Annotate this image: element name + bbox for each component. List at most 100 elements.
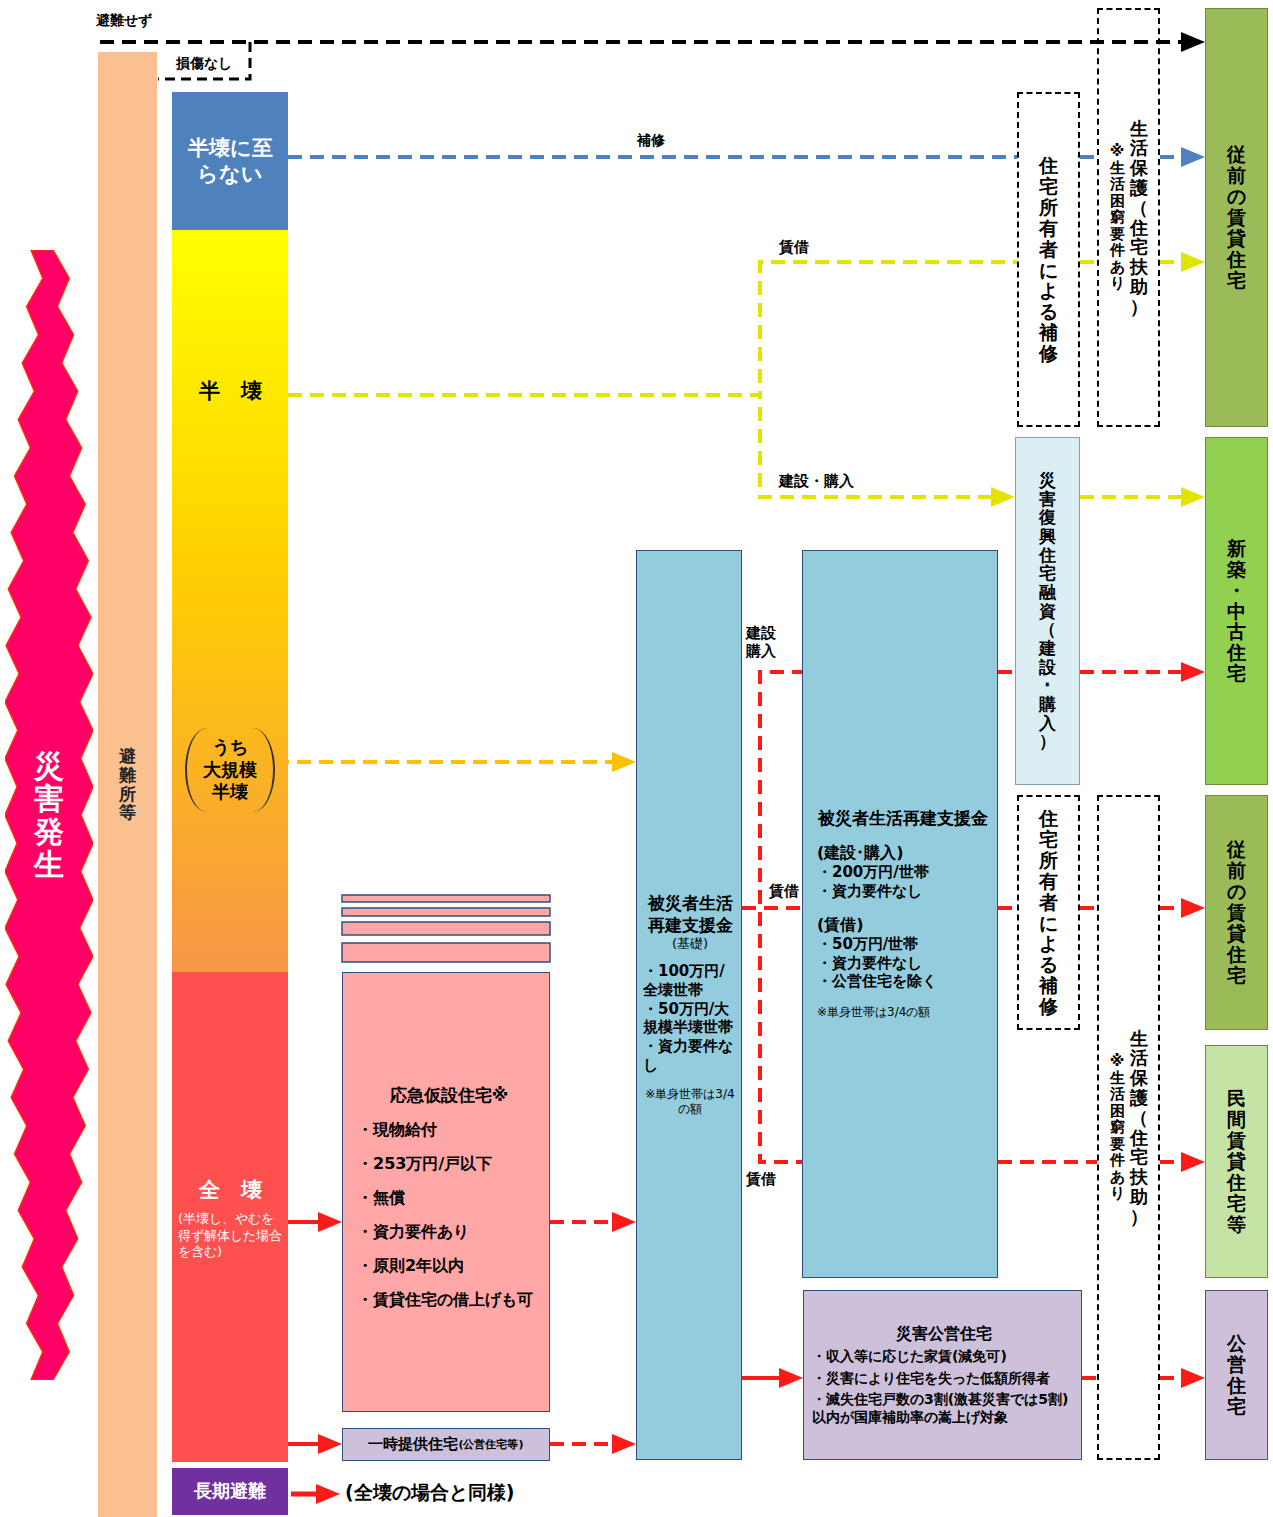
- connector: [550, 1442, 624, 1446]
- process-box: 応急仮設住宅※・現物給付・253万円/戸以下・無償・資力要件あり・原則2年以内・…: [342, 972, 550, 1412]
- no-damage-bracket: [158, 42, 250, 79]
- dashed-box: 住宅所有者による補修: [1017, 92, 1080, 427]
- shelter-bar: 避難所等: [98, 52, 157, 1517]
- connector: [288, 262, 1017, 395]
- stack-bar: [342, 908, 550, 916]
- node-text: ※生活困窮要件あり: [1110, 143, 1125, 292]
- node-text: ・収入等に応じた家賃(減免可): [812, 1348, 1075, 1366]
- node-text: (賃借): [817, 915, 989, 935]
- connector: [1082, 1376, 1097, 1380]
- damage-band: 長期避難: [172, 1468, 288, 1515]
- connector: [1160, 1160, 1193, 1164]
- connector: [1160, 1376, 1193, 1380]
- node-text: 民間賃貸住宅等: [1227, 1088, 1246, 1234]
- node-text: ※生活困窮要件あり: [1110, 1053, 1125, 1202]
- node-text: ・公営住宅を除く: [817, 972, 989, 991]
- node-text: ・無償: [357, 1188, 541, 1208]
- node-text: 一時提供住宅: [368, 1435, 458, 1454]
- connector: [998, 670, 1015, 674]
- connector: [288, 155, 1017, 159]
- node-text: 住宅所有者による補修: [1039, 808, 1058, 1017]
- dashed-box: 生活保護（住宅扶助） ※生活困窮要件あり: [1097, 795, 1160, 1460]
- note-label: 損傷なし: [176, 55, 232, 72]
- node-text: 公営住宅: [1227, 1333, 1246, 1417]
- long-evacuation-arrow: [291, 1492, 328, 1497]
- connector: [742, 1376, 791, 1380]
- node-text: ・50万円/大規模半壊世帯: [643, 1000, 737, 1038]
- connector: [1160, 155, 1193, 159]
- dashed-box: 生活保護（住宅扶助） ※生活困窮要件あり: [1097, 8, 1160, 427]
- node-text: (建設･購入): [817, 843, 989, 863]
- node-text: 長期避難: [194, 1480, 266, 1503]
- connector: [1080, 260, 1097, 264]
- edge-label: 建設・購入: [778, 472, 855, 490]
- node-text: 災害復興住宅融資（建設･購入）: [1039, 471, 1056, 751]
- connector: [1080, 906, 1097, 910]
- node-text: ・100万円/全壊世帯: [643, 962, 737, 1000]
- connector: [288, 1220, 330, 1224]
- node-text: 生活保護（住宅扶助）: [1130, 1029, 1148, 1227]
- outcome-box: 民間賃貸住宅等: [1205, 1045, 1268, 1278]
- node-text: ・災害により住宅を失った低額所得者: [812, 1370, 1075, 1388]
- connector: [998, 1160, 1097, 1164]
- node-text: 災害公営住宅: [896, 1324, 992, 1344]
- outcome-box: 従前の賃貸住宅: [1205, 795, 1268, 1030]
- node-text: ・滅失住宅戸数の3割(激甚災害では5割)以内が国庫補助率の嵩上げ対象: [812, 1391, 1075, 1426]
- stack-bar: [342, 943, 550, 962]
- note-label: (全壊の場合と同様): [345, 1481, 514, 1504]
- note-label: 避難せず: [96, 12, 152, 29]
- node-text: ・資力要件なし: [643, 1037, 737, 1075]
- connector: [288, 395, 1003, 497]
- outcome-box: 従前の賃貸住宅: [1205, 8, 1268, 427]
- edge-label: 賃借: [745, 1170, 777, 1188]
- connector: [275, 760, 624, 764]
- node-text: ※単身世帯は3/4の額: [817, 1005, 989, 1020]
- node-text: ・資力要件あり: [357, 1222, 541, 1242]
- process-box: 災害復興住宅融資（建設･購入）: [1015, 437, 1080, 785]
- node-text: 被災者生活再建支援金: [818, 808, 988, 829]
- node-text: 生活保護（住宅扶助）: [1130, 119, 1148, 317]
- edge-label: 賃借: [768, 882, 800, 900]
- edge-label: 補修: [636, 132, 666, 149]
- outcome-box: 新築・中古住宅: [1205, 437, 1268, 785]
- connector: [1160, 260, 1193, 264]
- connector: [742, 672, 802, 908]
- stack-bar: [342, 895, 550, 902]
- node-text: 住宅所有者による補修: [1039, 155, 1058, 364]
- node-text: (半壊し、やむを得ず解体した場合を含む): [178, 1211, 282, 1260]
- node-text: ・現物給付: [357, 1120, 541, 1140]
- node-text: ・資力要件なし: [817, 954, 989, 973]
- process-box: 災害公営住宅・収入等に応じた家賃(減免可) ・災害により住宅を失った低額所得者・滅…: [803, 1290, 1082, 1460]
- node-text: (基礎): [672, 936, 708, 952]
- stack-bar: [342, 922, 550, 935]
- node-text: 新築・中古住宅: [1227, 538, 1246, 684]
- connector: [1080, 155, 1097, 159]
- node-text: 全 壊: [199, 1177, 262, 1203]
- node-text: 半 壊: [199, 378, 262, 404]
- node-text: ・200万円/世帯: [817, 863, 989, 882]
- node-text: 従前の賃貸住宅: [1227, 144, 1246, 290]
- connector: [1080, 495, 1193, 499]
- connector: [550, 1220, 624, 1224]
- burst-outline: [5, 250, 93, 1380]
- damage-band: 全 壊 (半壊し、やむを得ず解体した場合を含む): [172, 972, 288, 1462]
- process-box: 被災者生活再建支援金 (建設･購入)・200万円/世帯・資力要件なし (賃借)・50…: [802, 550, 998, 1278]
- process-box: 被災者生活再建支援金(基礎)・100万円/全壊世帯・50万円/大規模半壊世帯・資…: [636, 550, 742, 1460]
- node-text: ・50万円/世帯: [817, 935, 989, 954]
- no-evacuation-arrow: [100, 40, 1193, 44]
- node-text: 避難所等: [119, 747, 136, 822]
- node-text: 応急仮設住宅※: [390, 1085, 509, 1106]
- connector: [998, 906, 1017, 910]
- edge-label: 建設 購入: [745, 624, 778, 660]
- node-text: ※単身世帯は3/4の額: [643, 1087, 737, 1117]
- connector: [1080, 670, 1193, 674]
- outcome-box: 公営住宅: [1205, 1290, 1268, 1460]
- disaster-burst: 災害発生: [5, 250, 93, 1380]
- node-text: (公営住宅等): [458, 1438, 523, 1452]
- node-text: 従前の賃貸住宅: [1227, 839, 1246, 985]
- node-text: 災害発生: [34, 749, 64, 881]
- bracket-box: うち 大規模 半壊: [185, 728, 275, 812]
- node-text: ・原則2年以内: [357, 1256, 541, 1276]
- connector: [288, 1442, 330, 1446]
